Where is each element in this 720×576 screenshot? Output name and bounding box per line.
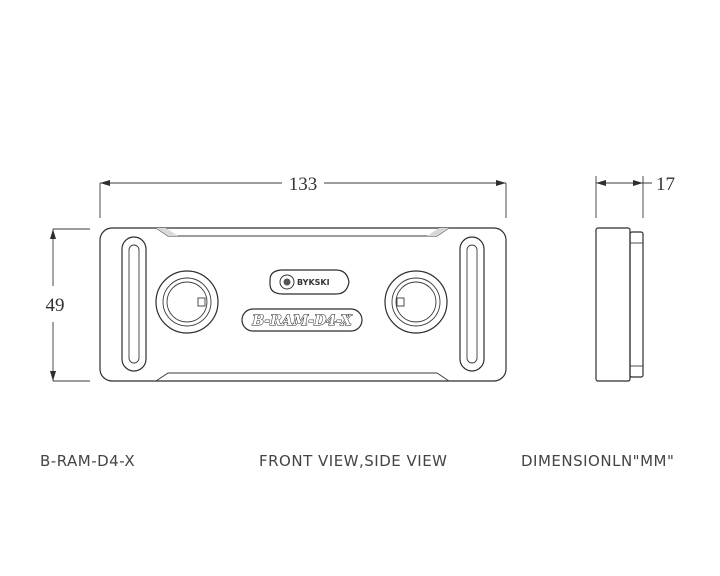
height-dimension-label: 49 (46, 295, 65, 316)
brand-text: BYKSKI (297, 278, 330, 287)
depth-dimension: 17 (595, 174, 675, 218)
left-slot (121, 236, 147, 372)
units-caption: DIMENSIONLN"MM" (521, 452, 675, 470)
model-plate: B-RAM-D4-X (241, 308, 363, 332)
width-dimension: 133 (99, 174, 507, 218)
front-outline (99, 227, 507, 382)
height-dimension: 49 (46, 228, 90, 382)
views-caption: FRONT VIEW,SIDE VIEW (259, 452, 448, 470)
right-port (384, 270, 448, 334)
side-body (595, 227, 631, 382)
side-cap (629, 231, 644, 378)
side-view (595, 227, 644, 382)
model-caption: B-RAM-D4-X (40, 452, 136, 470)
left-port (155, 270, 219, 334)
brand-logo: BYKSKI (269, 269, 350, 295)
model-emboss-text: B-RAM-D4-X (251, 313, 352, 329)
brand-mascot-icon (283, 278, 291, 286)
depth-dimension-label: 17 (656, 174, 675, 195)
front-view: BYKSKI B-RAM-D4-X (99, 227, 507, 382)
width-dimension-label: 133 (289, 174, 318, 195)
right-slot (459, 236, 485, 372)
